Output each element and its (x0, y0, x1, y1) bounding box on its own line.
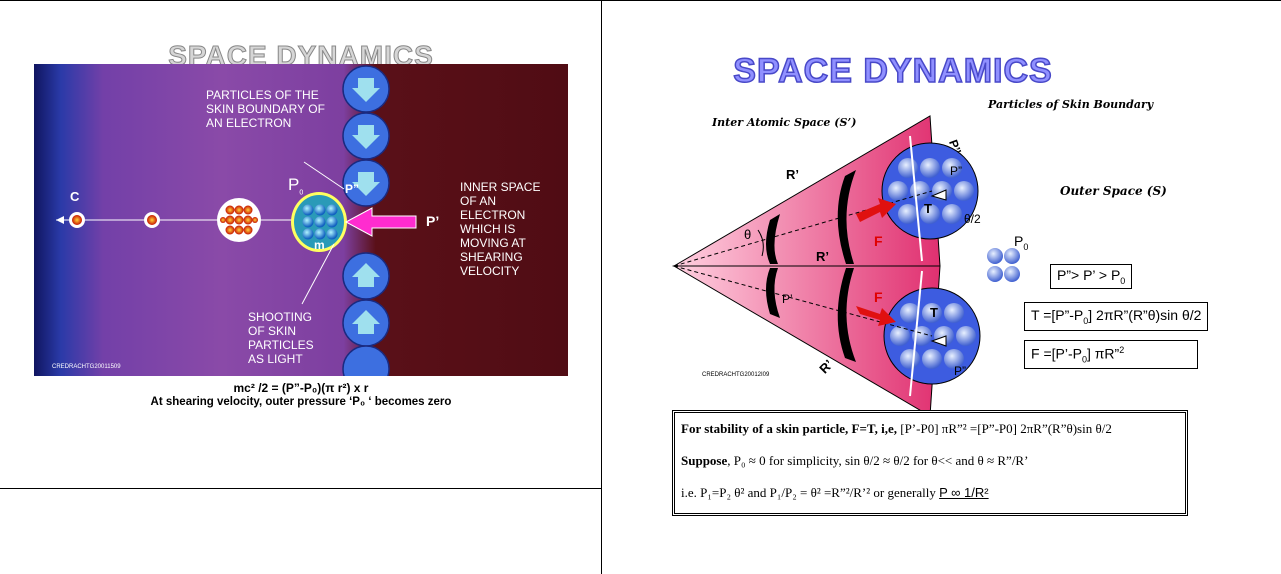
label-p-double-prime: P” (345, 182, 360, 196)
label-t-top: T (924, 201, 932, 216)
label-f-top: F (874, 233, 883, 249)
label-r-prime-mid: R’ (816, 249, 829, 264)
left-note: At shearing velocity, outer pressure ‘P₀… (150, 396, 452, 408)
inequality-box: P”> P’ > P0 (1050, 264, 1133, 289)
label-t-bottom: T (930, 305, 938, 320)
stability-line-3: i.e. P₁=P₂ θ² and P₁/P₂ = θ² =R”²/R’² or… (681, 485, 989, 500)
label-p0-sub: 0 (299, 189, 304, 197)
stability-line-1: For stability of a skin particle, F=T, i… (681, 421, 1112, 436)
left-slide-bottom-line (0, 488, 601, 489)
frame-top-line (0, 0, 1281, 1)
electron-diagram (56, 65, 417, 376)
right-slide-title: SPACE DYNAMICS (733, 51, 1053, 91)
tension-formula-box: T =[P”-P0] 2πR”(R”θ)sin θ/2 (1024, 302, 1209, 331)
left-credit: CREDRACHTG20011509 (52, 364, 121, 370)
label-inter-atomic-space: Inter Atomic Space (S’) (712, 116, 857, 129)
label-particles-skin-boundary: Particles of Skin Boundary (988, 98, 1154, 111)
skin-particle-diagram (672, 115, 1020, 417)
label-inner-space: INNER SPACE OF AN ELECTRON WHICH IS MOVI… (460, 180, 541, 278)
electron-diagram-panel: PARTICLES OF THE SKIN BOUNDARY OF AN ELE… (34, 64, 568, 376)
stability-condition-box: For stability of a skin particle, F=T, i… (672, 410, 1188, 516)
label-p0: P0 (288, 175, 304, 197)
inequality-sub: 0 (1120, 275, 1126, 286)
label-p-double-prime-bottom: P” (954, 364, 966, 378)
label-p-double-prime-top: P” (950, 164, 962, 178)
right-credit: CREDRACHTG20012I09 (702, 372, 770, 378)
stability-line-2: Suppose, P₀ ≈ 0 for simplicity, sin θ/2 … (681, 453, 1029, 468)
label-r-prime-top: R’ (786, 167, 799, 182)
label-m: m (314, 238, 325, 252)
force-formula-sub: 0 (1081, 354, 1087, 365)
label-p-prime: P’ (426, 213, 440, 229)
label-p0-right: P0 (1014, 233, 1029, 252)
label-p-prime-left: P’ (782, 292, 793, 306)
left-slide: SPACE DYNAMICS (34, 36, 568, 420)
label-shooting-light: SHOOTING OF SKIN PARTICLES AS LIGHT (248, 310, 314, 366)
label-f-bottom: F (874, 289, 883, 305)
label-p0-right-sub: 0 (1023, 241, 1029, 252)
frame-divider-line (601, 0, 602, 574)
label-outer-space: Outer Space (S) (1060, 184, 1167, 198)
label-theta-half: θ/2 (964, 212, 981, 226)
label-theta: θ (744, 227, 752, 242)
force-formula-sup: 2 (1119, 345, 1125, 355)
tension-formula-sub: 0 (1083, 315, 1089, 326)
label-skin-particles: PARTICLES OF THE SKIN BOUNDARY OF AN ELE… (206, 88, 325, 130)
force-formula-box: F =[P’-P0] πR”2 (1024, 340, 1198, 370)
label-c: C (70, 189, 80, 204)
left-equation: mc² /2 = (P”-P₀)(π r²) x r (233, 381, 369, 395)
